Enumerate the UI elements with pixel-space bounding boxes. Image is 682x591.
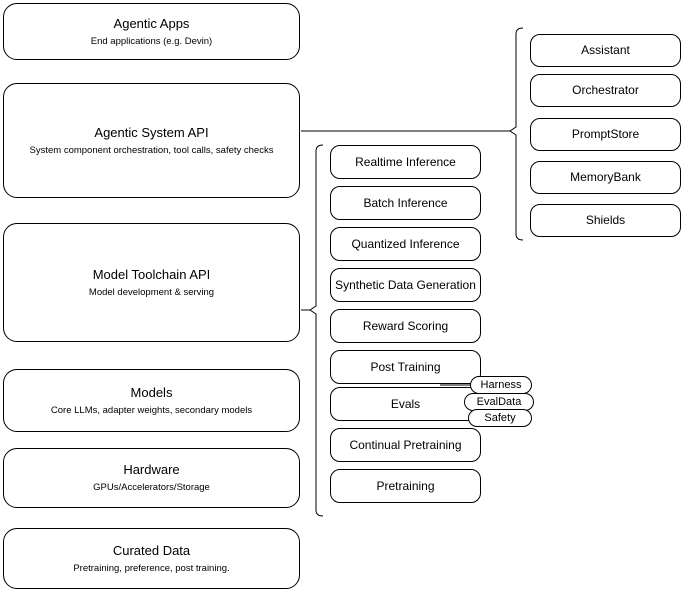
capability-title: Continual Pretraining xyxy=(349,437,462,452)
system-component-shields[interactable]: Shields xyxy=(530,204,681,237)
component-title: MemoryBank xyxy=(570,170,641,184)
capability-title: Realtime Inference xyxy=(355,154,456,169)
component-title: Orchestrator xyxy=(572,83,639,97)
capability-title: Quantized Inference xyxy=(351,236,460,251)
capability-realtime-inference[interactable]: Realtime Inference xyxy=(330,145,481,179)
system-component-assistant[interactable]: Assistant xyxy=(530,34,681,67)
layer-title: Hardware xyxy=(123,462,180,477)
layer-subtitle: System component orchestration, tool cal… xyxy=(29,144,274,156)
eval-subcomponent-evaldata[interactable]: EvalData xyxy=(464,393,534,411)
capability-continual-pretraining[interactable]: Continual Pretraining xyxy=(330,428,481,462)
layer-subtitle: End applications (e.g. Devin) xyxy=(90,35,213,47)
capability-title: Post Training xyxy=(370,359,441,374)
capability-title: Pretraining xyxy=(376,478,435,493)
stack-layer-model-toolchain-api[interactable]: Model Toolchain API Model development & … xyxy=(3,223,300,342)
capability-batch-inference[interactable]: Batch Inference xyxy=(330,186,481,220)
layer-subtitle: Core LLMs, adapter weights, secondary mo… xyxy=(50,404,253,416)
capability-quantized-inference[interactable]: Quantized Inference xyxy=(330,227,481,261)
component-title: Shields xyxy=(585,213,626,227)
layer-title: Models xyxy=(130,384,173,400)
stack-layer-hardware[interactable]: Hardware GPUs/Accelerators/Storage xyxy=(3,448,300,508)
eval-subcomponent-safety[interactable]: Safety xyxy=(468,409,532,427)
component-title: Assistant xyxy=(581,43,630,57)
system-component-memorybank[interactable]: MemoryBank xyxy=(530,161,681,194)
layer-title: Agentic System API xyxy=(94,124,209,140)
layer-subtitle: Model development & serving xyxy=(88,286,215,298)
capability-title: Synthetic Data Generation xyxy=(335,277,476,292)
stack-layer-agentic-system-api[interactable]: Agentic System API System component orch… xyxy=(3,83,300,198)
capability-title: Evals xyxy=(390,396,421,411)
stack-layer-curated-data[interactable]: Curated Data Pretraining, preference, po… xyxy=(3,528,300,589)
capability-pretraining[interactable]: Pretraining xyxy=(330,469,481,503)
capability-title: Batch Inference xyxy=(363,195,448,210)
layer-title: Curated Data xyxy=(112,542,191,558)
layer-subtitle: GPUs/Accelerators/Storage xyxy=(93,482,210,493)
layer-subtitle: Pretraining, preference, post training. xyxy=(73,562,230,574)
capability-evals[interactable]: Evals xyxy=(330,387,481,421)
system-component-promptstore[interactable]: PromptStore xyxy=(530,118,681,151)
layer-title: Model Toolchain API xyxy=(92,266,211,282)
stack-layer-models[interactable]: Models Core LLMs, adapter weights, secon… xyxy=(3,369,300,432)
capability-title: Reward Scoring xyxy=(362,318,449,333)
component-title: PromptStore xyxy=(571,127,640,141)
eval-subcomponent-harness[interactable]: Harness xyxy=(470,376,532,394)
capability-synthetic-data-generation[interactable]: Synthetic Data Generation xyxy=(330,268,481,302)
capability-post-training[interactable]: Post Training xyxy=(330,350,481,384)
stack-layer-agentic-apps[interactable]: Agentic Apps End applications (e.g. Devi… xyxy=(3,3,300,60)
capability-reward-scoring[interactable]: Reward Scoring xyxy=(330,309,481,343)
layer-title: Agentic Apps xyxy=(113,15,190,31)
system-component-orchestrator[interactable]: Orchestrator xyxy=(530,74,681,107)
